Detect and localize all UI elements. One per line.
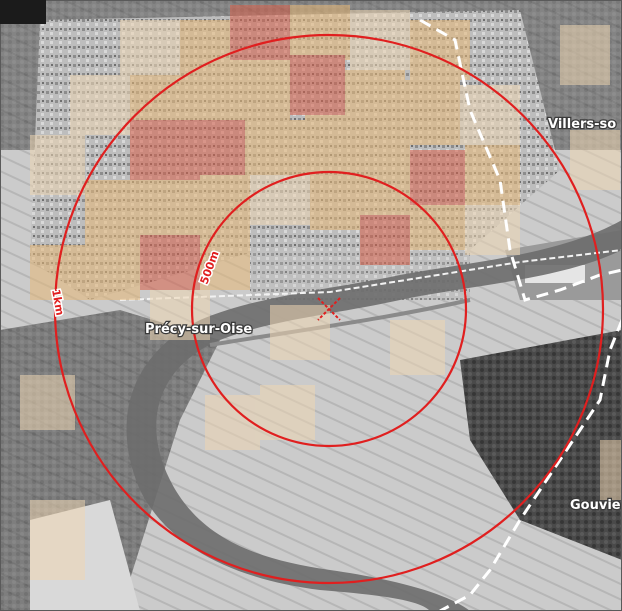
rail-line bbox=[119, 249, 622, 301]
cross-marker-icon bbox=[317, 297, 341, 321]
ring-500m bbox=[190, 170, 468, 448]
ring-1km bbox=[53, 33, 605, 585]
commune-boundary bbox=[419, 18, 622, 611]
place-label-gouvieux: Gouvie bbox=[570, 498, 621, 513]
place-label-precy: Précy-sur-Oise bbox=[145, 322, 252, 337]
corner-tab bbox=[0, 0, 46, 24]
ring-label-1km: 1km bbox=[49, 288, 66, 316]
place-label-villers: Villers-so bbox=[548, 117, 616, 132]
distance-rings bbox=[53, 33, 605, 585]
river-oise bbox=[126, 220, 622, 611]
density-grid bbox=[20, 5, 622, 580]
